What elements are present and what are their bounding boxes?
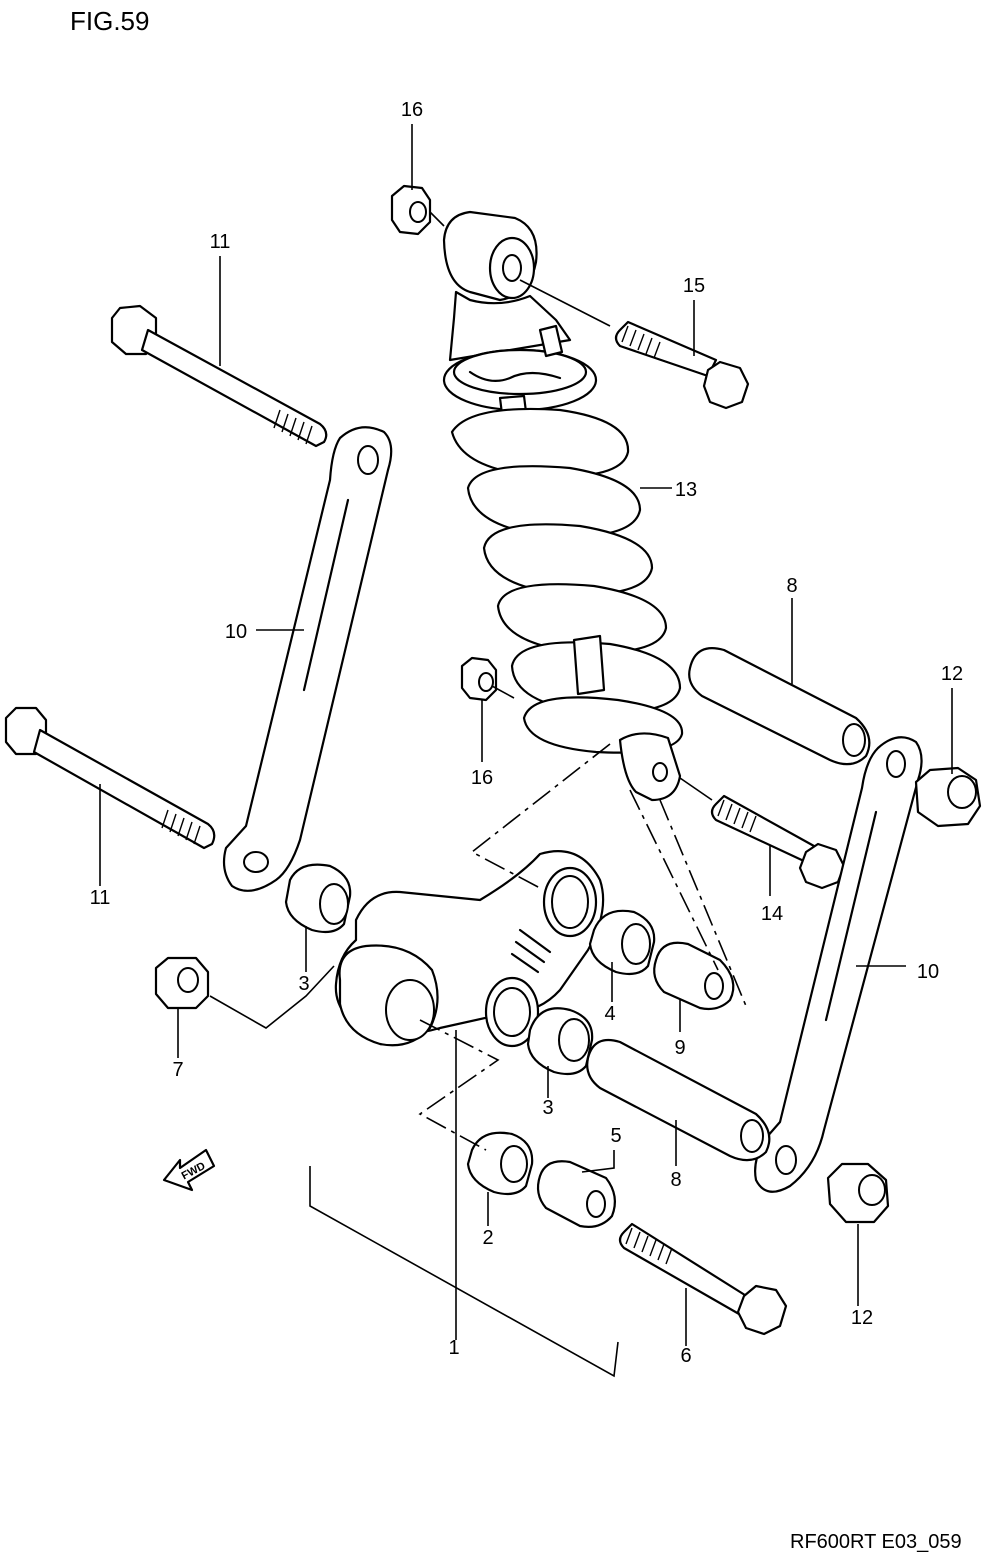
rear-shock-absorber	[442, 210, 684, 802]
alignment-lines	[209, 211, 747, 1151]
drawing-code: RF600RT E03_059	[790, 1531, 962, 1553]
bolt-upper	[614, 320, 750, 410]
callout-3-center: 3	[542, 1097, 553, 1119]
callout-12-lower: 12	[851, 1307, 873, 1329]
bearing-four	[588, 909, 656, 976]
callout-15: 15	[683, 275, 705, 297]
long-spacer-upper-8	[688, 647, 871, 766]
callout-11-upper: 11	[210, 231, 231, 253]
bolt-lower-shock	[710, 794, 846, 890]
nut-right-upper	[914, 766, 982, 828]
leader-lines	[99, 124, 953, 1346]
tie-rod-left	[222, 426, 393, 892]
callout-9: 9	[674, 1037, 685, 1059]
nut-lower	[460, 656, 498, 702]
callout-10-right: 10	[917, 961, 939, 983]
bearing-left-3	[284, 863, 352, 934]
spacer-nine	[653, 941, 735, 1011]
callout-13: 13	[675, 479, 697, 501]
callout-8-upper: 8	[786, 575, 797, 597]
callout-3-left: 3	[298, 973, 309, 995]
callout-14: 14	[761, 903, 783, 925]
bearing-two	[466, 1131, 534, 1196]
long-spacer-lower-8	[586, 1038, 771, 1162]
nut-upper	[390, 184, 432, 236]
callout-5: 5	[610, 1125, 621, 1147]
callout-numbers: 1 2 3 3 4 5 6 7 8 8 9 10 10 11 11 12 12 …	[90, 99, 964, 1367]
callout-7: 7	[172, 1059, 183, 1081]
callout-8-lower: 8	[670, 1169, 681, 1191]
long-bolt-lower	[4, 706, 216, 850]
callout-10-left: 10	[225, 621, 247, 643]
callout-2: 2	[482, 1227, 493, 1249]
callout-1: 1	[448, 1337, 459, 1359]
callout-4: 4	[604, 1003, 615, 1025]
callout-16-upper: 16	[401, 99, 423, 121]
nut-right-lower	[826, 1162, 890, 1224]
cushion-lever	[334, 850, 605, 1048]
bolt-six	[618, 1222, 788, 1336]
tie-rod-right	[754, 736, 923, 1193]
spacer-five	[536, 1160, 617, 1228]
callout-12-upper: 12	[941, 663, 963, 685]
nut-seven	[154, 956, 210, 1010]
callout-11-lower: 11	[90, 887, 111, 909]
long-bolt-upper	[110, 304, 328, 448]
bearing-center-3	[526, 1007, 594, 1076]
fwd-arrow-icon: FWD	[162, 1148, 216, 1192]
group-bracket	[309, 1166, 619, 1378]
callout-6: 6	[680, 1345, 691, 1367]
figure-title: FIG.59	[70, 6, 149, 36]
spring-coils	[450, 407, 684, 754]
callout-16-lower: 16	[471, 767, 493, 789]
